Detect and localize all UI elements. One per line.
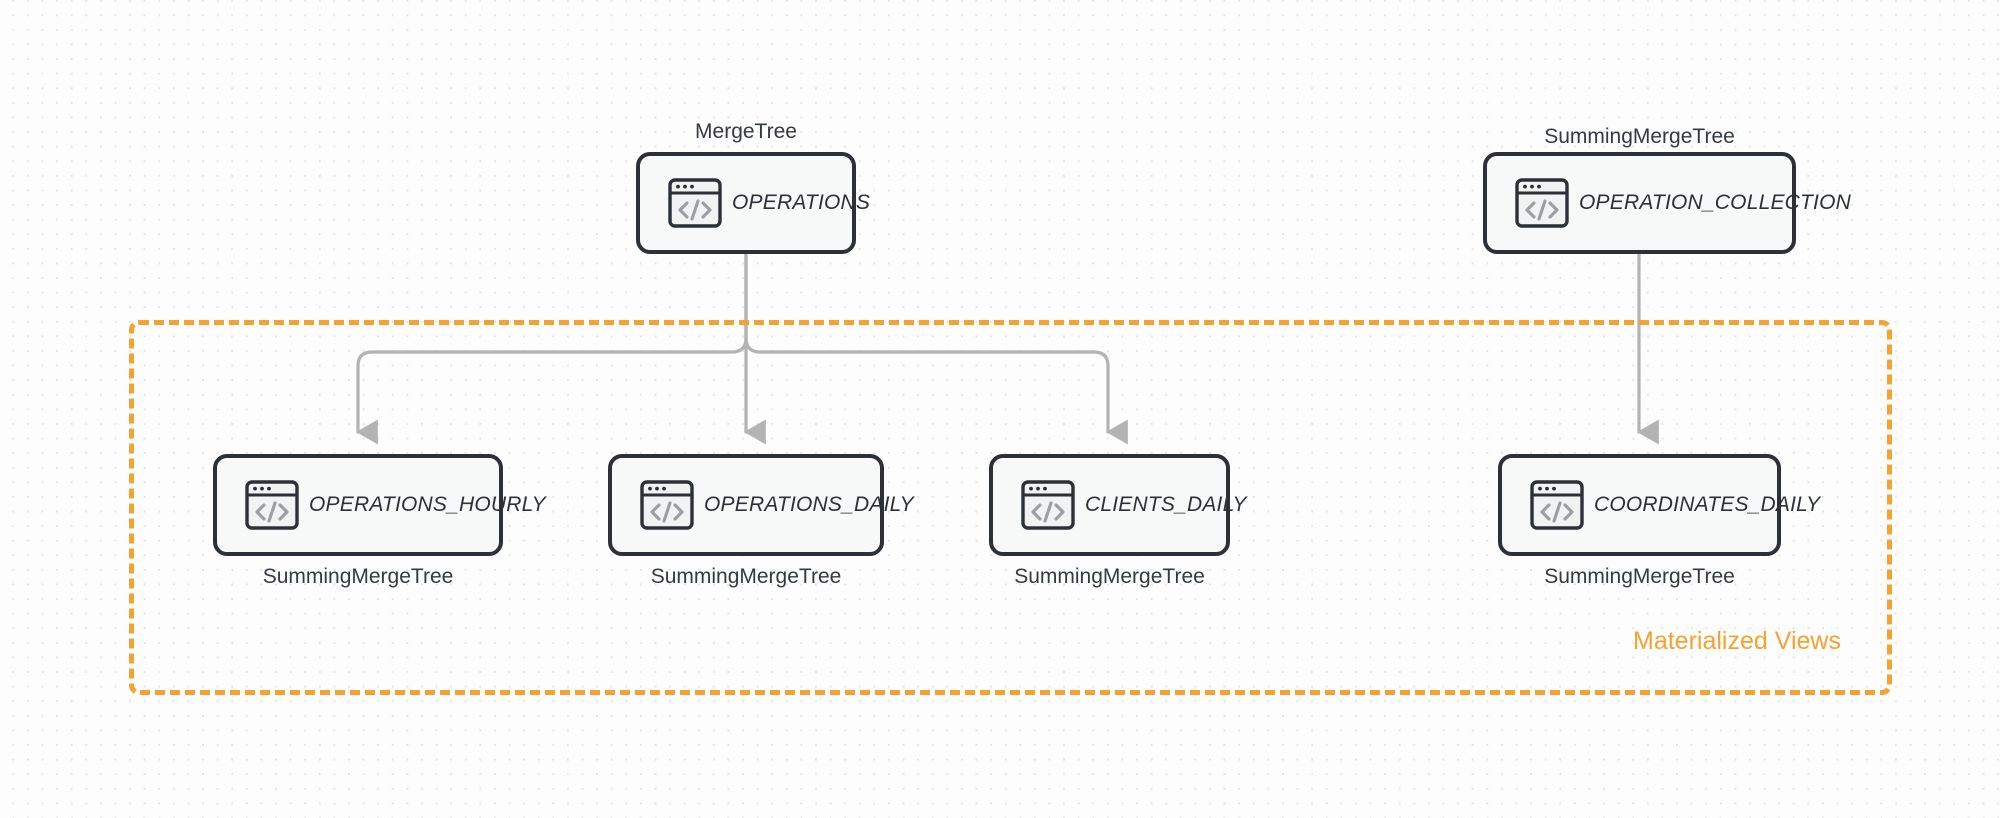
node-label-operations: OPERATIONS [732,191,871,214]
node-coordinates-daily[interactable]: COORDINATES_DAILY [1498,454,1820,556]
node-operations[interactable]: OPERATIONS [636,152,870,254]
materialized-views-group-frame [129,320,1892,695]
caption-operation-collection: SummingMergeTree [1544,125,1735,148]
code-window-icon [1515,178,1569,228]
code-window-icon [245,480,299,530]
node-operations-daily[interactable]: OPERATIONS_DAILY [608,454,914,556]
caption-clients-daily: SummingMergeTree [1014,565,1205,588]
caption-coordinates-daily: SummingMergeTree [1544,565,1735,588]
code-window-icon [1530,480,1584,530]
caption-operations: MergeTree [695,120,797,143]
node-operations-hourly[interactable]: OPERATIONS_HOURLY [213,454,546,556]
node-label-operations-hourly: OPERATIONS_HOURLY [309,493,546,516]
materialized-views-group-label: Materialized Views [1633,627,1841,655]
node-clients-daily[interactable]: CLIENTS_DAILY [989,454,1247,556]
code-window-icon [640,480,694,530]
node-label-operation-collection: OPERATION_COLLECTION [1579,191,1851,214]
node-label-operations-daily: OPERATIONS_DAILY [704,493,914,516]
node-operation-collection[interactable]: OPERATION_COLLECTION [1483,152,1851,254]
code-window-icon [1021,480,1075,530]
caption-operations-daily: SummingMergeTree [650,565,842,588]
caption-operations-hourly: SummingMergeTree [262,565,454,588]
code-window-icon [668,178,722,228]
node-label-clients-daily: CLIENTS_DAILY [1085,493,1247,516]
node-label-coordinates-daily: COORDINATES_DAILY [1594,493,1821,516]
